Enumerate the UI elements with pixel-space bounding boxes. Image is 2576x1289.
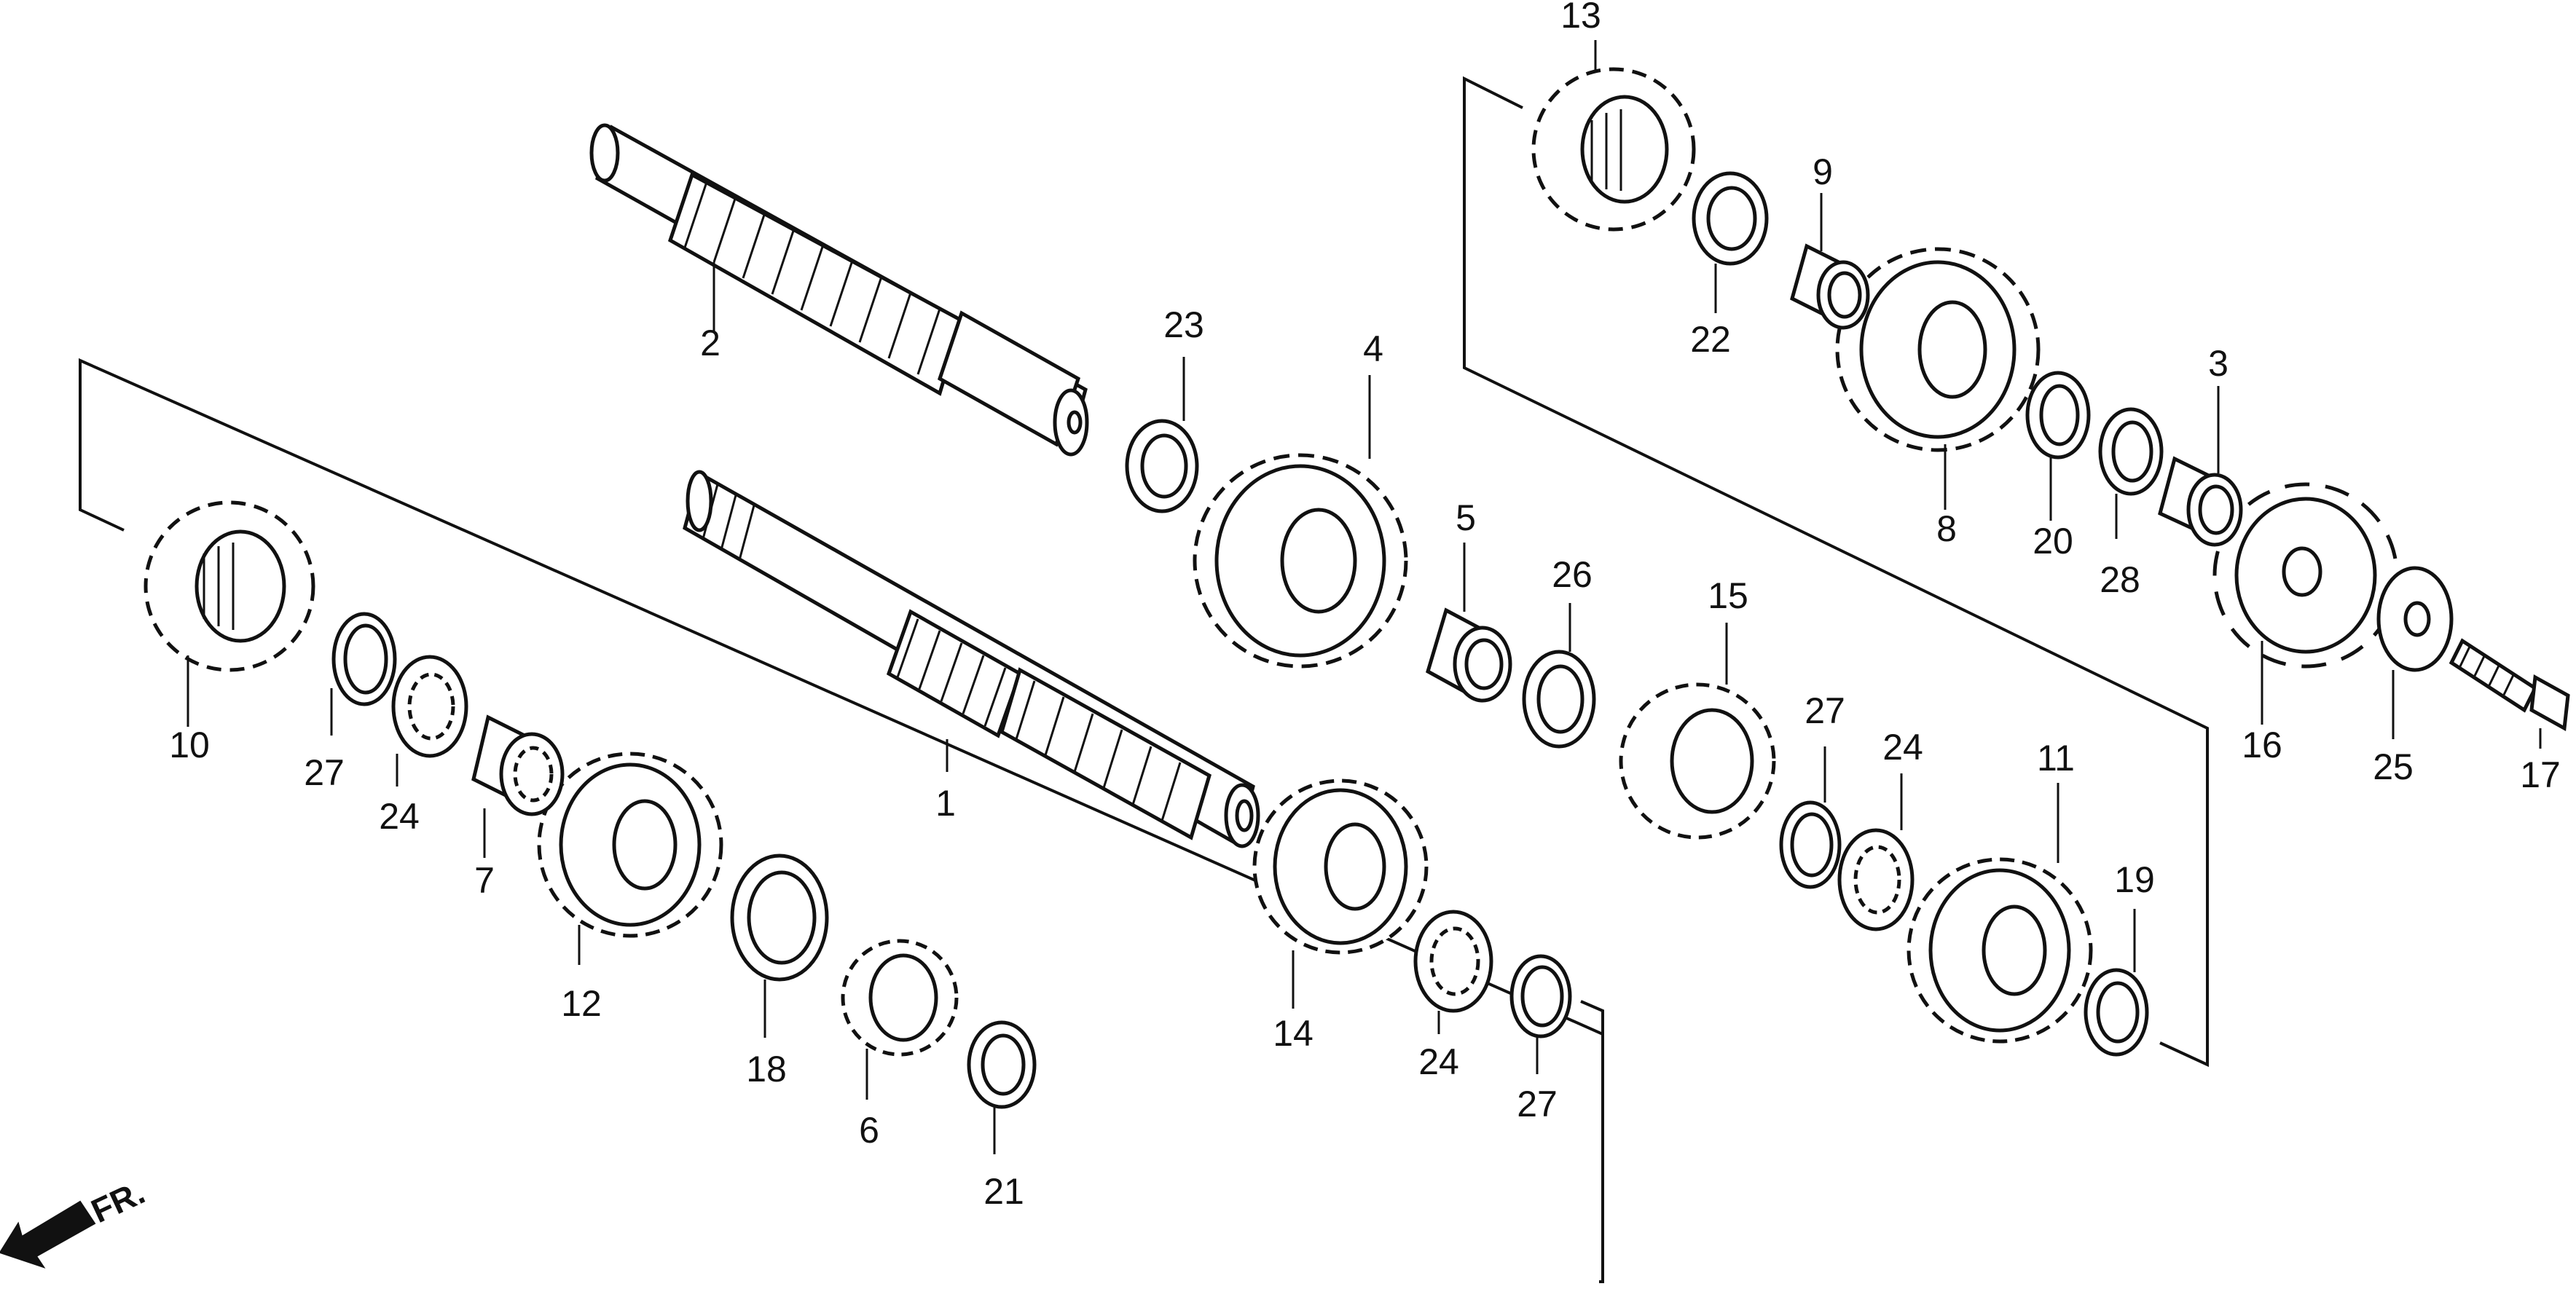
gear-8 [1835, 247, 2041, 452]
assembly-bracket-right [1463, 76, 2209, 1068]
label-26: 26 [1552, 554, 1593, 595]
washer-23 [1125, 419, 1199, 513]
label-12: 12 [561, 983, 602, 1024]
label-14: 14 [1273, 1013, 1313, 1054]
countershaft [589, 123, 1089, 457]
gear-14 [1252, 778, 1429, 955]
label-28: 28 [2100, 559, 2140, 600]
label-9: 9 [1813, 151, 1833, 192]
washer-20 [2025, 371, 2091, 460]
bolt-17 [2449, 638, 2570, 732]
label-24-c: 24 [1882, 727, 1923, 768]
label-1: 1 [935, 783, 956, 824]
label-23: 23 [1163, 304, 1204, 345]
leader-lines [186, 40, 2542, 1154]
washer-26 [1522, 650, 1596, 749]
bushing-9 [1790, 243, 1870, 330]
label-13: 13 [1560, 0, 1601, 36]
label-5: 5 [1456, 497, 1476, 538]
bushing-5 [1426, 607, 1512, 703]
sprocket-16 [2212, 482, 2399, 669]
mainshaft [683, 470, 1260, 848]
front-arrow-icon [0, 1200, 96, 1269]
label-3: 3 [2208, 343, 2229, 384]
washer-19 [2084, 968, 2149, 1057]
washer-21 [967, 1020, 1037, 1109]
front-indicator: FR. [0, 1173, 150, 1269]
label-17: 17 [2520, 754, 2561, 795]
label-15: 15 [1708, 575, 1748, 616]
circlip-27-c [1779, 800, 1842, 889]
gear-11 [1907, 857, 2093, 1044]
splined-washer-24-c [1837, 828, 1915, 931]
label-25: 25 [2373, 746, 2414, 787]
label-22: 22 [1690, 319, 1731, 360]
bushing-3 [2158, 456, 2243, 547]
part-labels: 1 2 3 4 5 6 7 8 9 10 11 12 13 14 15 16 1… [169, 0, 2561, 1212]
label-8: 8 [1936, 508, 1957, 549]
washer-25 [2376, 566, 2454, 672]
gear-10 [144, 500, 315, 672]
washer-18 [730, 854, 829, 982]
label-20: 20 [2033, 521, 2073, 561]
label-27-c: 27 [1805, 690, 1845, 731]
circlip-27-a [331, 612, 397, 706]
label-7: 7 [474, 860, 495, 901]
front-label: FR. [85, 1173, 150, 1230]
label-4: 4 [1363, 328, 1383, 369]
assembly-bracket-left [79, 358, 1604, 1283]
splined-washer-24-b [1413, 910, 1493, 1013]
splined-washer-24-a [391, 655, 468, 758]
gear-6 [841, 939, 959, 1057]
label-2: 2 [700, 323, 720, 363]
label-24-b: 24 [1418, 1041, 1459, 1082]
label-11: 11 [2037, 738, 2075, 778]
gear-4 [1193, 453, 1408, 669]
bushing-7 [471, 714, 565, 816]
gear-13 [1531, 67, 1696, 232]
label-27-b: 27 [1517, 1084, 1558, 1124]
label-24-a: 24 [379, 796, 420, 837]
label-10: 10 [169, 725, 210, 765]
bearing-28 [2098, 407, 2164, 496]
label-18: 18 [746, 1049, 787, 1089]
washer-22 [1692, 171, 1769, 266]
gear-15 [1619, 682, 1776, 840]
label-6: 6 [859, 1110, 879, 1151]
gear-12 [537, 752, 723, 938]
label-21: 21 [983, 1171, 1024, 1212]
label-16: 16 [2242, 725, 2282, 765]
circlip-27-b [1509, 954, 1572, 1038]
label-19: 19 [2114, 859, 2155, 900]
label-27-a: 27 [304, 752, 345, 793]
